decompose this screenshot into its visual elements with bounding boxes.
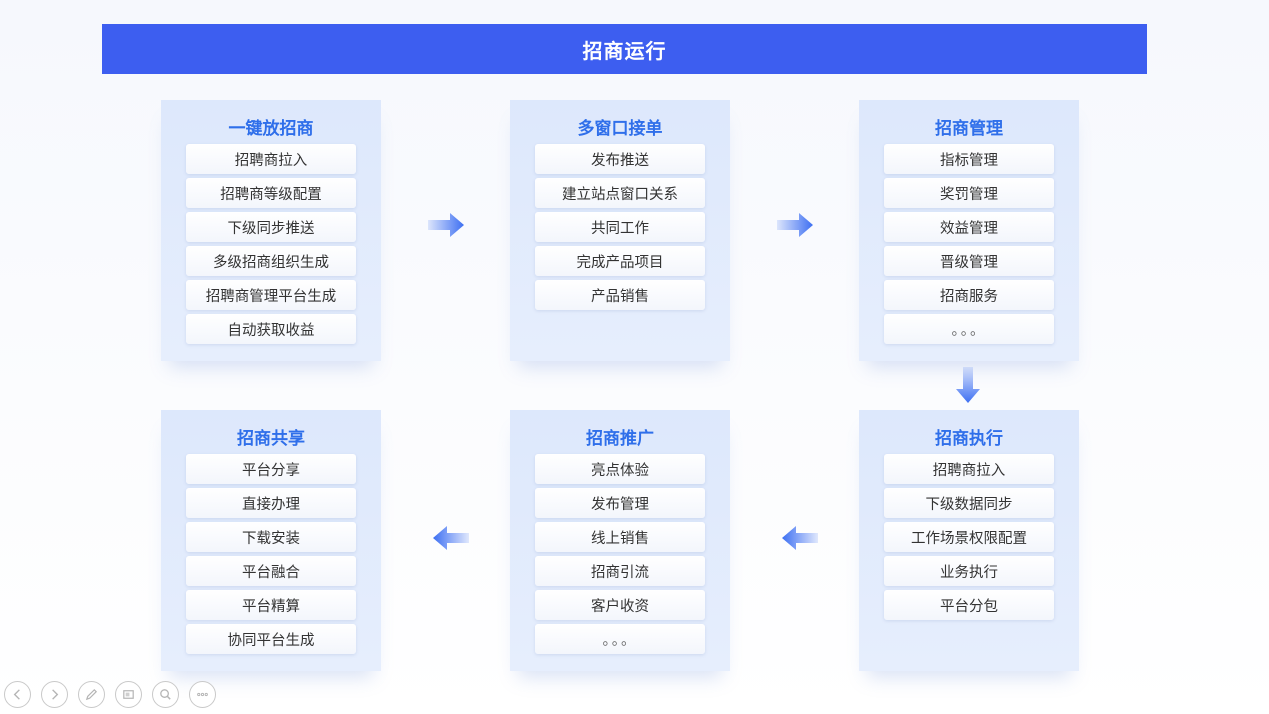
list-item: 招聘商拉入 [884, 454, 1054, 484]
more-icon[interactable] [189, 681, 216, 708]
list-item: 效益管理 [884, 212, 1054, 242]
list-item: 自动获取收益 [186, 314, 356, 344]
list-item: 平台融合 [186, 556, 356, 586]
list-item: 多级招商组织生成 [186, 246, 356, 276]
list-item: 下级同步推送 [186, 212, 356, 242]
card-recruit-execution: 招商执行 招聘商拉入 下级数据同步 工作场景权限配置 业务执行 平台分包 [859, 410, 1079, 671]
arrow-left-icon [782, 526, 818, 550]
card-recruit-promotion: 招商推广 亮点体验 发布管理 线上销售 招商引流 客户收资 。。。 [510, 410, 730, 671]
list-item: 平台分包 [884, 590, 1054, 620]
list-item: 工作场景权限配置 [884, 522, 1054, 552]
list-item: 发布推送 [535, 144, 705, 174]
list-item: 招聘商等级配置 [186, 178, 356, 208]
card-title: 招商管理 [935, 119, 1003, 139]
zoom-icon[interactable] [152, 681, 179, 708]
list-item: 下级数据同步 [884, 488, 1054, 518]
list-item: 指标管理 [884, 144, 1054, 174]
list-item: 平台分享 [186, 454, 356, 484]
prev-icon[interactable] [4, 681, 31, 708]
list-item: 直接办理 [186, 488, 356, 518]
card-title: 多窗口接单 [577, 119, 663, 139]
list-item: 亮点体验 [535, 454, 705, 484]
list-item: 产品销售 [535, 280, 705, 310]
card-one-click-recruit: 一键放招商 招聘商拉入 招聘商等级配置 下级同步推送 多级招商组织生成 招聘商管… [161, 100, 381, 361]
list-item: 发布管理 [535, 488, 705, 518]
list-item: 招聘商管理平台生成 [186, 280, 356, 310]
list-item: 平台精算 [186, 590, 356, 620]
arrow-right-icon [777, 213, 813, 237]
list-item: 线上销售 [535, 522, 705, 552]
list-item: 。。。 [535, 624, 705, 654]
list-item: 奖罚管理 [884, 178, 1054, 208]
list-item: 协同平台生成 [186, 624, 356, 654]
pen-icon[interactable] [78, 681, 105, 708]
card-title: 招商推广 [586, 429, 654, 449]
list-item: 下载安装 [186, 522, 356, 552]
card-title: 招商执行 [935, 429, 1003, 449]
list-item: 业务执行 [884, 556, 1054, 586]
presentation-toolbar [4, 681, 216, 708]
page-title: 招商运行 [582, 38, 667, 63]
list-item: 完成产品项目 [535, 246, 705, 276]
card-title: 一键放招商 [228, 119, 314, 139]
card-title: 招商共享 [237, 429, 305, 449]
list-item: 共同工作 [535, 212, 705, 242]
list-item: 。。。 [884, 314, 1054, 344]
list-item: 客户收资 [535, 590, 705, 620]
list-item: 招商引流 [535, 556, 705, 586]
arrow-down-icon [956, 367, 980, 403]
slides-icon[interactable] [115, 681, 142, 708]
next-icon[interactable] [41, 681, 68, 708]
card-multi-window-order: 多窗口接单 发布推送 建立站点窗口关系 共同工作 完成产品项目 产品销售 [510, 100, 730, 361]
list-item: 晋级管理 [884, 246, 1054, 276]
arrow-left-icon [433, 526, 469, 550]
card-recruit-management: 招商管理 指标管理 奖罚管理 效益管理 晋级管理 招商服务 。。。 [859, 100, 1079, 361]
card-recruit-sharing: 招商共享 平台分享 直接办理 下载安装 平台融合 平台精算 协同平台生成 [161, 410, 381, 671]
list-item: 招聘商拉入 [186, 144, 356, 174]
list-item: 招商服务 [884, 280, 1054, 310]
list-item: 建立站点窗口关系 [535, 178, 705, 208]
arrow-right-icon [428, 213, 464, 237]
page-title-bar: 招商运行 [102, 24, 1147, 74]
